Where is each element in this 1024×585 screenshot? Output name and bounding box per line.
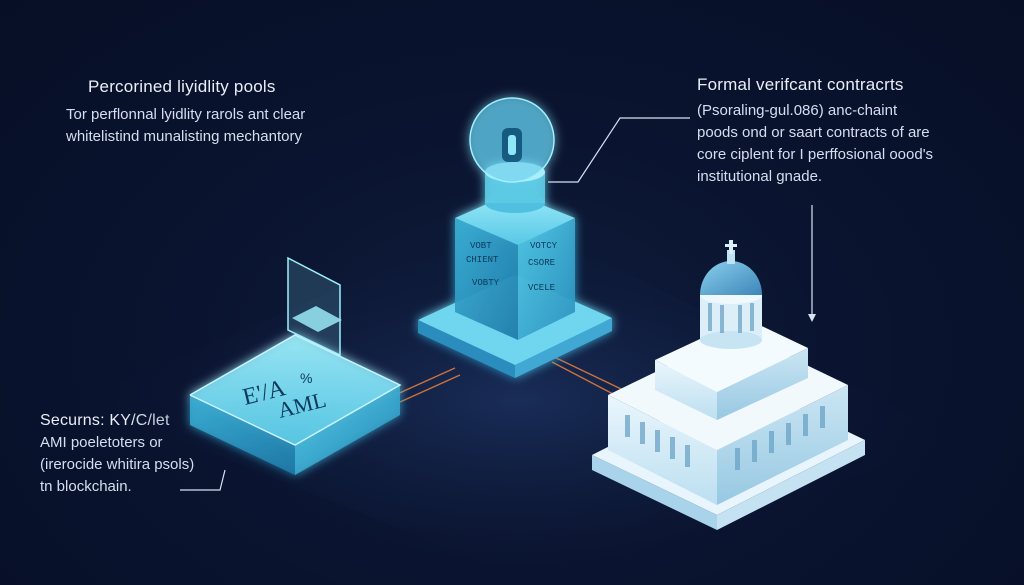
- description-line: institutional gnade.: [697, 168, 823, 185]
- description-line: AMI poeletoters or: [40, 434, 163, 451]
- description-line: whitelistind munalisting mechantory: [66, 128, 302, 145]
- liquidity-pools-title: Percorined liyidlity pools: [88, 77, 276, 96]
- vault-label: VOBT: [470, 241, 492, 251]
- vault-label: CHIENT: [466, 255, 499, 265]
- kyc-box-mark: %: [300, 370, 312, 386]
- vault-label: CSORE: [528, 258, 555, 268]
- kyc-glass-panel: [287, 256, 342, 357]
- pointer-arrow-icon: [808, 314, 816, 322]
- building-columns: [625, 303, 825, 470]
- verified-contracts-description: (Psoraling-gul.086) anc-chaint poods ond…: [697, 100, 997, 188]
- kyc-aml-box: [189, 334, 402, 475]
- description-line: Tor perflonnal lyidlity rarols ant clear: [66, 106, 306, 123]
- cross-icon: [725, 240, 737, 254]
- vault-label: VCELE: [528, 283, 555, 293]
- description-line: tn blockchain.: [40, 478, 132, 495]
- description-line: poods ond or saart contracts of are: [697, 124, 930, 141]
- vault-label: VOBTY: [472, 278, 500, 288]
- kyc-aml-description: AMI poeletoters or (irerocide whitira ps…: [40, 432, 270, 498]
- vault-label: VOTCY: [530, 241, 558, 251]
- institution-building: [592, 250, 865, 530]
- pointer-lines: [180, 117, 813, 491]
- verified-contracts-title: Formal verifcant contracrts: [697, 75, 904, 94]
- liquidity-pools-description: Tor perflonnal lyidlity rarols ant clear…: [66, 104, 366, 148]
- description-line: core ciplent for I perffosional oood's: [697, 146, 934, 163]
- description-line: (Psoraling-gul.086) anc-chaint: [697, 102, 898, 119]
- contract-vault: [418, 97, 612, 378]
- lock-icon: [502, 128, 522, 162]
- description-line: (irerocide whitira psols): [40, 456, 195, 473]
